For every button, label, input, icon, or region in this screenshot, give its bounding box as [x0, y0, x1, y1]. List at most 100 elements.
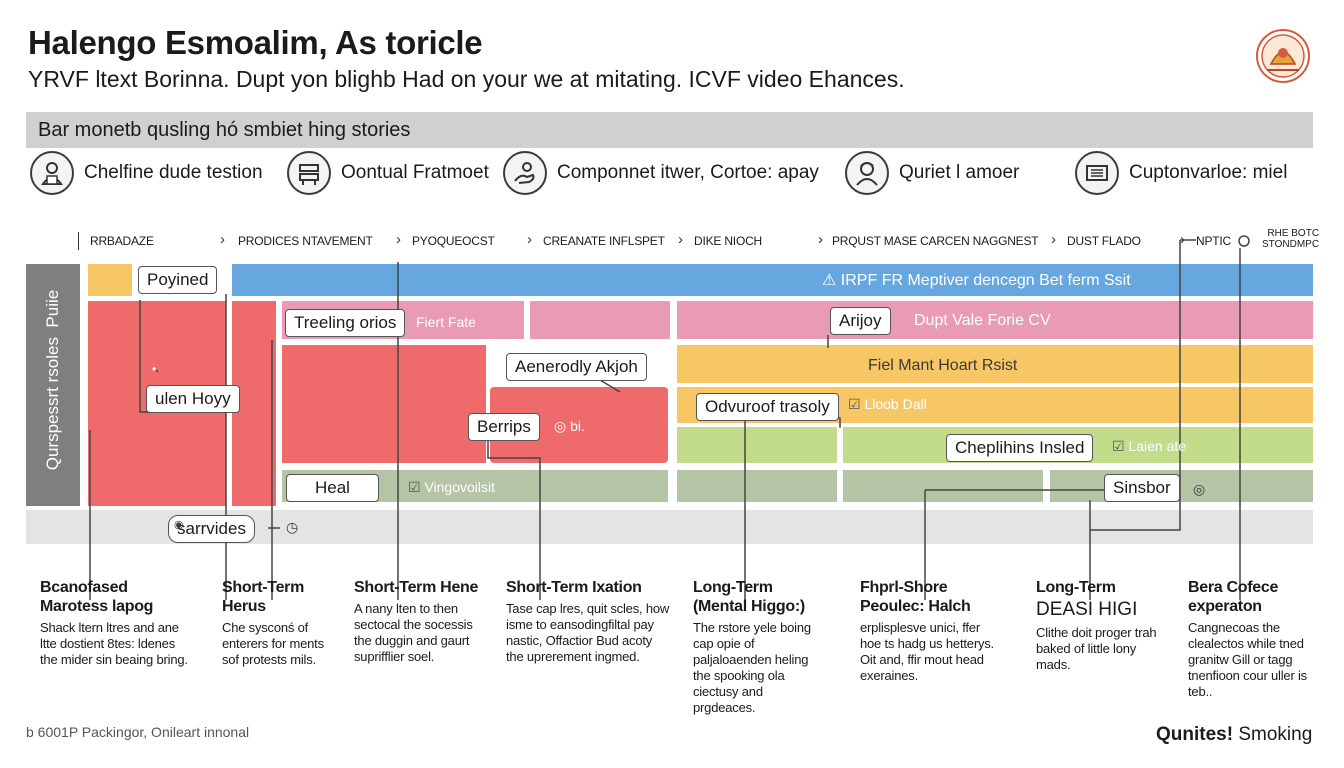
block-blue-row	[232, 264, 1313, 296]
server-rack-icon	[287, 151, 331, 195]
page-title: Halengo Esmoalim, As toricle	[28, 24, 483, 61]
footer-brand-text: Smoking	[1238, 724, 1313, 745]
callout-ulen-hoyy: ulen Hoyy	[146, 385, 240, 413]
section-banner: Bar monetb qusling hó smbiet hing storie…	[26, 112, 1313, 148]
column-body: Shack ltern ltres and ane ltte dostient …	[40, 620, 188, 667]
callout-berrips: Berrips	[468, 413, 540, 441]
check-icon: ☑	[848, 396, 865, 412]
stage-label: PRODICES NTAVEMENT	[238, 234, 373, 248]
banner-text: Bar monetb qusling hó smbiet hing storie…	[38, 119, 411, 141]
person-portrait-icon	[845, 151, 889, 195]
legend-item-1: Chelfine dude testion	[30, 150, 263, 196]
column-heading: Bcanofased Marotess lapog	[40, 579, 154, 615]
footer-brand-bold: Qunites!	[1156, 724, 1234, 745]
column-3: Short-Term Hene A nany lten to then sect…	[354, 578, 479, 665]
page-subtitle: YRVF ltext Borinna. Dupt yon blighb Had …	[28, 66, 905, 92]
callout-sinsbor: Sinsbor	[1104, 474, 1180, 502]
chevron-right-icon: ›	[220, 231, 225, 248]
column-5: Long-Term (Mental Higgo:) The rstore yel…	[693, 578, 828, 716]
chevron-right-icon: ›	[527, 231, 532, 248]
callout-heal: Heal	[286, 474, 379, 502]
note-gray-row: ☑ Vingovoilsit	[408, 479, 495, 496]
stage-label: DUST FLADO	[1067, 234, 1141, 248]
column-heading: Short-Term Ixation	[506, 579, 642, 596]
sidebar-text-line: Qurspessrt rsoles	[43, 337, 62, 471]
legend-item-2: Oontual Fratmoet	[287, 150, 489, 196]
legend-label: Chelfine dude testion	[84, 162, 263, 183]
column-heading: Bera Cofece experaton	[1188, 579, 1279, 615]
block-pink-row-2	[530, 301, 670, 339]
chevron-right-icon: ›	[1051, 231, 1056, 248]
legend-label: Componnet itwer, Cortoe: apay	[557, 162, 819, 183]
column-2: Short-Term Herus Che sysconś of enterers…	[222, 578, 332, 668]
column-body: Cangnecoas the clealectos while tned gra…	[1188, 620, 1307, 699]
note-red-small: ◎ bi.	[554, 418, 585, 435]
pin-icon: ◉	[174, 519, 184, 531]
emblem-logo	[1253, 26, 1313, 86]
stage-label: PRQUST MASE CARCEN NAGGNEST	[832, 234, 1039, 248]
block-yellow-big	[677, 345, 1313, 383]
legend-label: Oontual Fratmoet	[341, 162, 489, 183]
block-pink-row-3	[677, 301, 1313, 339]
stage-divider	[78, 232, 79, 250]
block-sage-4	[1050, 470, 1313, 502]
note-text: Vingovoilsit	[424, 479, 496, 495]
sidebar-text-line: Puiie	[43, 289, 62, 328]
note-yellow-center: Fiel Mant Hoart Rsist	[868, 357, 1018, 374]
note-pink-right: Dupt Vale Forie CV	[914, 312, 1051, 329]
stage-label: RRBADAZE	[90, 234, 154, 248]
person-document-icon	[30, 151, 74, 195]
column-body: Che sysconś of enterers for ments sof pr…	[222, 620, 324, 667]
chevron-right-icon: ›	[1180, 231, 1185, 248]
column-heading: Short-Term Herus	[222, 579, 305, 615]
legend-item-3: Componnet itwer, Cortoe: apay	[503, 150, 819, 196]
column-heading: Long-Term (Mental Higgo:)	[693, 579, 805, 615]
note-yellow-lower: ☑ Lloob Dall	[848, 396, 927, 413]
block-yellow-small	[88, 264, 132, 296]
hand-coin-icon	[503, 151, 547, 195]
block-sage-2	[677, 470, 837, 502]
corner-label: RHE BOTC STONDMPC	[1262, 228, 1319, 250]
column-1: Bcanofased Marotess lapog Shack ltern lt…	[40, 578, 190, 668]
note-pink-mid: Fiert Fate	[416, 314, 476, 330]
check-icon: ☑	[408, 479, 425, 495]
stage-label: PYOQUEOCST	[412, 234, 495, 248]
sidebar-text: Qurspessrt rsoles Puiie	[43, 259, 63, 501]
note-text: bi.	[570, 418, 585, 434]
legend-item-5: Cuptonvarloe: miel	[1075, 150, 1287, 196]
callout-treeling: Treeling orios	[285, 309, 406, 337]
column-heading: Long-Term	[1036, 579, 1116, 596]
legend-label: Cuptonvarloe: miel	[1129, 162, 1288, 183]
column-body: erplisplesve unici, ffer hoe ts hadg us …	[860, 620, 994, 683]
column-8: Bera Cofece experaton Cangnecoas the cle…	[1188, 578, 1313, 700]
callout-cheplihins: Cheplihins Insled	[946, 434, 1094, 462]
callout-sarrvides: sarrvides	[168, 515, 255, 543]
stage-label: CREANATE INFLSPET	[543, 234, 665, 248]
chevron-right-icon: ›	[396, 231, 401, 248]
column-body: A nany lten to then sectocal the socessi…	[354, 601, 473, 664]
stage-label: NPTIC	[1196, 234, 1232, 248]
check-icon: ☑	[1112, 438, 1129, 454]
tray-list-icon	[1075, 151, 1119, 195]
note-text: Laien ate	[1128, 438, 1187, 454]
info-icon: ⚠	[822, 272, 841, 289]
dot-marker-icon: •	[152, 362, 157, 376]
note-blue-row: ⚠ IRPF FR Meptiver dencegn Bet ferm Ssit	[822, 270, 1131, 290]
note-green-right: ☑ Laien ate	[1112, 438, 1186, 455]
callout-poyined: Poyined	[138, 266, 218, 294]
block-red-mid	[282, 345, 486, 463]
note-text: Lloob Dall	[864, 396, 927, 412]
callout-aenerodly: Aenerodly Akjoh	[506, 353, 647, 381]
footer-brand: Qunites! Smoking	[1156, 724, 1312, 746]
corner-label-line: STONDMPC	[1262, 239, 1320, 250]
column-7: Long-Term DEASI HIGI Clithe doit proger …	[1036, 578, 1166, 673]
callout-odvuroof: Odvuroof trasoly	[696, 393, 839, 421]
block-sage-3	[843, 470, 1043, 502]
legend-item-4: Quriet l amoer	[845, 150, 1019, 196]
block-green-1	[677, 427, 837, 463]
column-6: Fhprl-Shore Peoulec: Halch erplisplesve …	[860, 578, 1000, 684]
circle-icon: ◎	[554, 418, 571, 434]
footer-credit: b 6001P Packingor, Onileart innonal	[26, 724, 250, 740]
stage-label: DIKE NIOCH	[694, 234, 763, 248]
clock-icon: ◷	[286, 519, 299, 535]
